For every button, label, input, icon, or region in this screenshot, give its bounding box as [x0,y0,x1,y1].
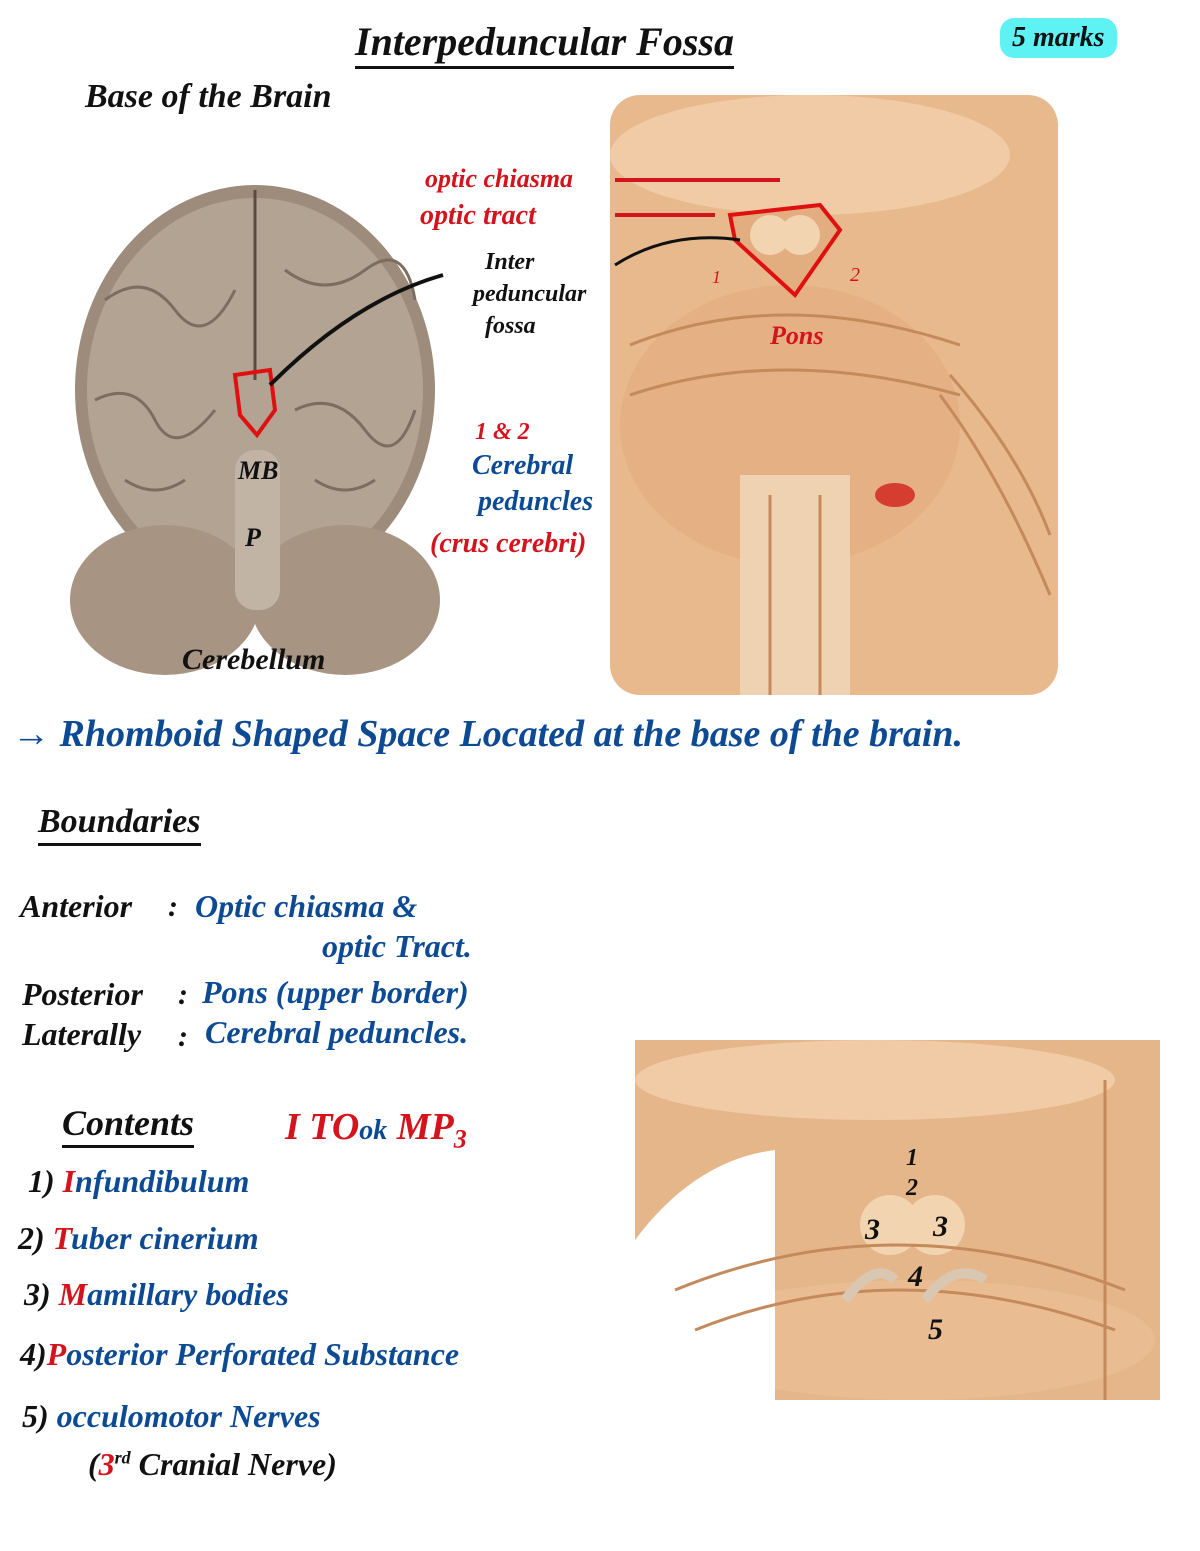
label-2: 2 [850,264,860,286]
boundary-laterally-value: Cerebral peduncles. [205,1014,469,1050]
item-initial: P [46,1336,67,1372]
boundaries-heading: Boundaries [38,805,201,846]
item-number: 4) [20,1336,47,1372]
label-interpeduncular-fossa-3: fossa [485,313,536,339]
content-item: 3) Mamillary bodies [24,1278,289,1310]
contents-heading: Contents [62,1105,195,1148]
boundary-laterally-sep: : [178,1020,188,1053]
item-initial: T [52,1220,72,1256]
label-p: P [245,523,261,552]
boundary-anterior-label: Anterior [20,888,133,924]
boundary-posterior-sep: : [178,978,188,1011]
label-optic-chiasma: optic chiasma [425,164,574,193]
label-cerebellum: Cerebellum [182,643,326,676]
item-text: amillary bodies [87,1276,289,1312]
content-item: 2) Tuber cinerium [18,1222,259,1254]
item-text: osterior Perforated Substance [66,1336,460,1372]
marks-badge: 5 marks [1000,18,1117,58]
label-crus-cerebri: (crus cerebri) [430,528,587,559]
boundary-laterally-label: Laterally [22,1016,142,1052]
item-number: 5) [22,1398,49,1434]
content-item: 5) occulomotor Nerves [22,1400,321,1432]
closeup-label-2: 2 [906,1175,918,1201]
item-number: 2) [18,1220,45,1256]
boundary-anterior-sep: : [168,890,178,923]
mnemonic-ok: ok [359,1115,388,1146]
closeup-label-4: 4 [908,1260,923,1293]
note-sup: rd [114,1447,131,1468]
label-1: 1 [712,267,721,287]
closeup-label-3-left: 3 [865,1213,880,1246]
closeup-label-1: 1 [906,1145,918,1171]
item-initial: M [58,1276,88,1312]
interpeduncular-fossa-closeup-image [635,1040,1160,1400]
note-number: 3 [98,1446,115,1482]
label-interpeduncular-fossa-1: Inter [485,249,535,275]
item-text: occulomotor Nerves [56,1398,321,1434]
brain-base-image [65,180,445,680]
definition-text: → Rhomboid Shaped Space Located at the b… [12,713,964,755]
label-cerebral-peduncles-1: Cerebral [472,450,574,481]
label-pons: Pons [770,321,824,350]
label-1-and-2: 1 & 2 [475,419,530,445]
note-open: ( [88,1446,99,1482]
mnemonic-mp: MP [396,1106,454,1148]
item-initial: I [62,1163,76,1199]
boundary-posterior-label: Posterior [22,976,143,1012]
item-number: 3) [24,1276,51,1312]
mnemonic-to: TO [309,1106,360,1148]
item-number: 1) [28,1163,55,1199]
midbrain-pons-image [610,95,1058,695]
contents-mnemonic: I TOok MP3 [285,1108,467,1153]
mnemonic-i: I [285,1106,300,1148]
figure-caption-base-of-brain: Base of the Brain [85,78,332,115]
page-title: Interpeduncular Fossa [355,22,734,69]
item-text: nfundibulum [75,1163,250,1199]
note-text: Cranial Nerve) [130,1446,337,1482]
item-text: uber cinerium [71,1220,259,1256]
label-mb: MB [238,456,279,485]
label-interpeduncular-fossa-2: peduncular [473,281,587,307]
boundary-anterior-value: Optic chiasma & [195,888,418,924]
closeup-label-5: 5 [928,1313,943,1346]
content-note: (3rd Cranial Nerve) [88,1448,337,1480]
content-item: 1) Infundibulum [28,1165,249,1197]
boundary-posterior-value: Pons (upper border) [202,974,469,1010]
mnemonic-3: 3 [453,1124,467,1154]
boundary-anterior-value-2: optic Tract. [322,928,472,964]
closeup-label-3-right: 3 [933,1210,948,1243]
label-optic-tract: optic tract [420,200,536,231]
label-cerebral-peduncles-2: peduncles [478,486,594,517]
content-item: 4)Posterior Perforated Substance [20,1338,459,1370]
